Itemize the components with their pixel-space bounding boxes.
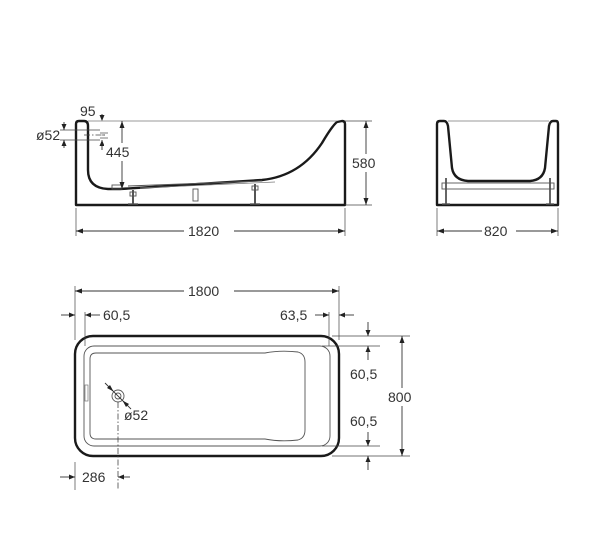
inner-rim (83, 345, 331, 447)
inner-bottom-line (127, 180, 263, 187)
dim-width-end: 820 (484, 223, 508, 239)
support-legs (128, 181, 276, 205)
side-view: 95 ø52 445 580 1820 (36, 103, 384, 240)
dim-length: 1820 (188, 223, 219, 239)
side-view-outline (74, 119, 347, 207)
basin-outline (89, 350, 306, 442)
end-view-outline (435, 119, 560, 207)
top-view-outline (73, 334, 341, 458)
end-view: 820 (435, 119, 560, 240)
dim-top-length: 1800 (188, 283, 219, 299)
drain-icon (104, 382, 132, 410)
dim-height: 580 (352, 155, 376, 171)
end-view-frame (441, 178, 555, 205)
dim-top-width: 800 (388, 389, 412, 405)
dim-drain-diameter: ø52 (124, 407, 148, 423)
dim-rim-left: 60,5 (103, 307, 130, 323)
dim-drain-offset: 286 (82, 469, 106, 485)
top-view: ø52 1800 60,5 63,5 60,5 (60, 282, 420, 490)
dim-overflow-height: 95 (80, 103, 96, 119)
dim-rim-bottom: 60,5 (350, 413, 377, 429)
dim-rim-right: 63,5 (280, 307, 307, 323)
dim-overflow-diameter: ø52 (36, 127, 60, 143)
dim-overflow-depth: 445 (106, 144, 130, 160)
dim-rim-top: 60,5 (350, 366, 377, 382)
